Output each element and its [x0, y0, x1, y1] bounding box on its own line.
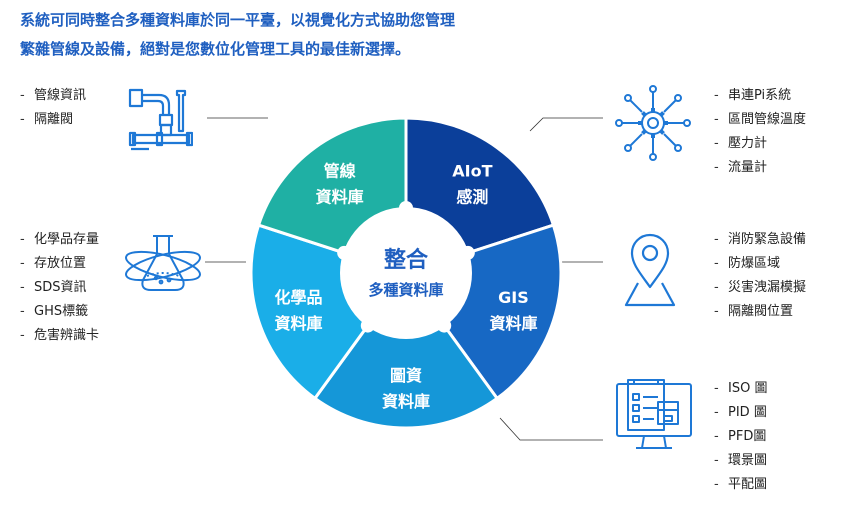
segment-label: 資料庫: [275, 314, 323, 333]
segment-label: GIS: [498, 288, 529, 307]
segment-label: 圖資: [390, 366, 422, 385]
center-subtitle: 多種資料庫: [368, 281, 443, 299]
list-item: 平配圖: [714, 473, 767, 497]
center-title: 整合: [384, 247, 429, 273]
list-item: 消防緊急設備: [714, 228, 806, 252]
segment-label: 管線: [324, 162, 356, 181]
intro-line-1: 系統可同時整合多種資料庫於同一平臺，以視覺化方式協助您管理: [20, 11, 456, 29]
list-item: 隔離閥位置: [714, 300, 806, 324]
list-item: 災害洩漏模擬: [714, 276, 806, 300]
center-hub: [340, 207, 472, 339]
list-item: GHS標籤: [20, 300, 99, 324]
pipe-icon: [127, 87, 193, 153]
iot-list: 串連Pi系統區間管線溫度壓力計流量計: [714, 84, 806, 180]
pipeline-list: 管線資訊隔離閥: [20, 84, 86, 132]
connector-iot: [529, 117, 603, 132]
list-item: 危害辨識卡: [20, 324, 99, 348]
intro-line-2: 繁雜管線及設備，絕對是您數位化管理工具的最佳新選擇。: [20, 40, 411, 58]
gis-list: 消防緊急設備防爆區域災害洩漏模擬隔離閥位置: [714, 228, 806, 324]
list-item: 流量計: [714, 156, 806, 180]
connector-lines: [205, 117, 603, 441]
list-item: 隔離閥: [20, 108, 86, 132]
intro-text: 系統可同時整合多種資料庫於同一平臺，以視覺化方式協助您管理繁雜管線及設備，絕對是…: [20, 6, 455, 64]
drawings-list: ISO 圖PID 圖PFD圖環景圖平配圖: [714, 377, 767, 497]
list-item: 防爆區域: [714, 252, 806, 276]
wheel-segment: [312, 270, 500, 430]
list-item: 串連Pi系統: [714, 84, 806, 108]
segment-label: 化學品: [275, 288, 323, 307]
map-pin-icon: [622, 231, 678, 307]
segment-label: 資料庫: [489, 314, 537, 333]
list-item: ISO 圖: [714, 377, 767, 401]
list-item: PID 圖: [714, 401, 767, 425]
list-item: SDS資訊: [20, 276, 99, 300]
connector-drawings: [499, 417, 603, 441]
flask-icon: [123, 232, 203, 296]
gear-network-icon: [614, 84, 692, 162]
segment-label: 資料庫: [382, 392, 430, 411]
segment-label: 感測: [456, 188, 488, 207]
list-item: 壓力計: [714, 132, 806, 156]
list-item: PFD圖: [714, 425, 767, 449]
list-item: 化學品存量: [20, 228, 99, 252]
list-item: 存放位置: [20, 252, 99, 276]
list-item: 環景圖: [714, 449, 767, 473]
segment-label: AIoT: [452, 162, 492, 181]
chemical-list: 化學品存量存放位置SDS資訊GHS標籤危害辨識卡: [20, 228, 99, 348]
monitor-document-icon: [614, 378, 694, 456]
list-item: 管線資訊: [20, 84, 86, 108]
segment-label: 資料庫: [316, 188, 364, 207]
list-item: 區間管線溫度: [714, 108, 806, 132]
